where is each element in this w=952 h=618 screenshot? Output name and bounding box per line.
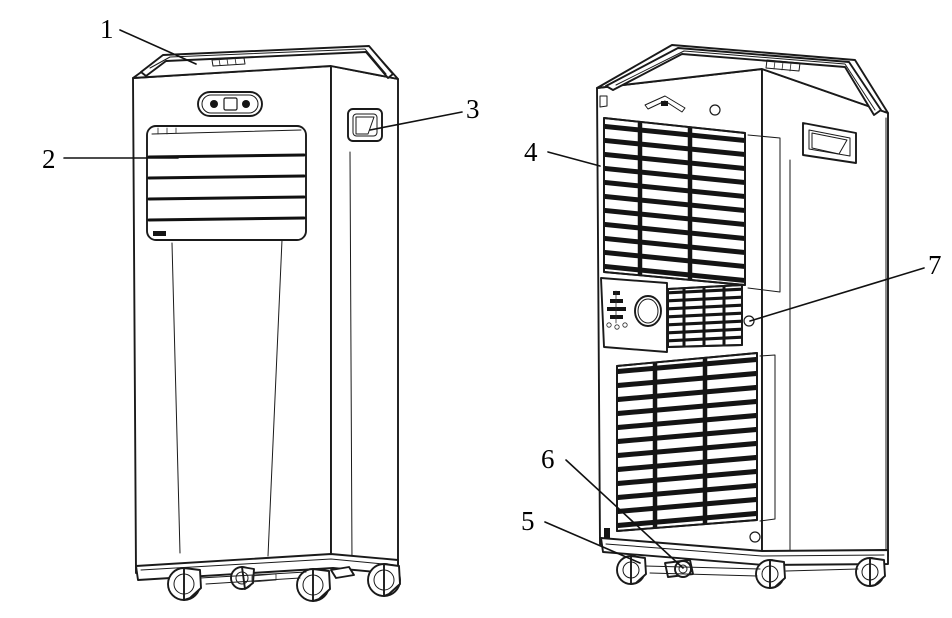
leader-line-6 (565, 459, 684, 569)
callout-label-1: 1 (100, 14, 114, 44)
caster-wheel (855, 557, 886, 587)
caster-wheel (230, 566, 255, 590)
display-window (223, 97, 238, 111)
upper-rear-grille (603, 117, 781, 293)
callout-label-7: 7 (928, 250, 942, 280)
callout-label-5: 5 (521, 506, 535, 536)
caster-wheel (755, 559, 786, 589)
front-view-unit (132, 45, 401, 602)
callout-label-6: 6 (541, 444, 555, 474)
mid-panel (600, 277, 755, 353)
leader-line-3 (369, 111, 463, 131)
side-handle (802, 122, 857, 164)
screw-hole (749, 531, 761, 543)
top-panel (140, 45, 394, 79)
base-and-casters (600, 528, 889, 589)
callout-leader-lines (63, 29, 925, 569)
body-seam-lines (761, 68, 887, 558)
body-seam-lines (171, 65, 353, 564)
screw-hole (709, 104, 721, 116)
callout-label-3: 3 (466, 94, 480, 124)
control-button-left (210, 100, 218, 108)
rear-view-unit (596, 44, 889, 589)
caster-wheel (167, 567, 202, 601)
caster-wheel (367, 563, 401, 597)
caster-wheel (296, 568, 331, 602)
exhaust-grille-screw (743, 315, 755, 327)
top-bracket-detail (599, 95, 721, 116)
rating-mark (606, 290, 628, 330)
leader-line-7 (749, 267, 925, 322)
callout-label-2: 2 (42, 144, 56, 174)
leader-line-1 (119, 29, 197, 65)
leader-line-5 (544, 521, 641, 564)
control-panel (197, 91, 263, 117)
lower-grille-louvers (617, 353, 757, 531)
top-panel (605, 47, 882, 116)
control-button-right (242, 100, 250, 108)
front-louver-panel (146, 125, 307, 241)
callout-label-4: 4 (524, 137, 538, 167)
lower-rear-grille (616, 352, 776, 532)
side-handle (347, 108, 383, 142)
drain-port (634, 295, 662, 327)
exhaust-grille (667, 284, 755, 348)
upper-grille-louvers (604, 118, 745, 285)
louver-slats (147, 153, 306, 222)
leader-line-4 (547, 151, 601, 167)
base-and-casters (135, 553, 401, 602)
